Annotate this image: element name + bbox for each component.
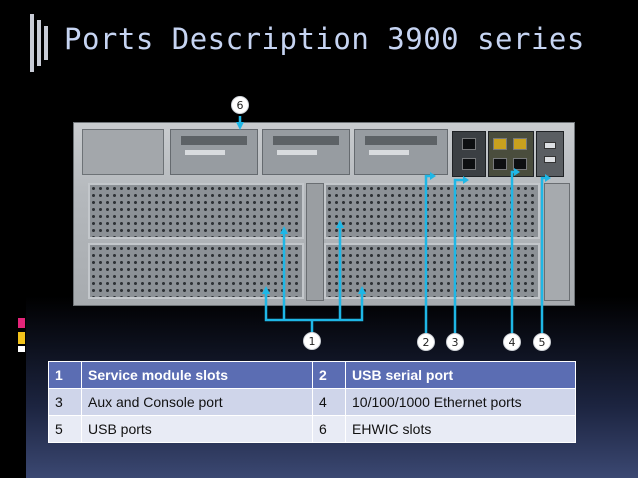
legend-label: EHWIC slots [345,415,576,443]
legend-label: 10/100/1000 Ethernet ports [345,388,576,416]
left-accent-bar [0,0,26,478]
aux-console-ports [452,131,486,177]
legend-number: 1 [48,361,82,389]
legend-label: Aux and Console port [81,388,313,416]
legend-header-row: 1 Service module slots 2 USB serial port [48,361,576,389]
service-module-slot-1 [88,183,304,239]
service-module-slot-4 [324,243,540,299]
ehwic-slot-1 [170,129,258,175]
callout-badge-6: 6 [231,96,249,114]
legend-number: 3 [48,388,82,416]
usb-port-block [536,131,564,177]
service-module-slot-3 [88,243,304,299]
ehwic-slot-3 [354,129,448,175]
chassis-left-panel [82,129,164,175]
callout-badge-3: 3 [446,333,464,351]
legend-label: USB ports [81,415,313,443]
legend-number: 2 [312,361,346,389]
ehwic-slot-2 [262,129,350,175]
ports-legend-table: 1 Service module slots 2 USB serial port… [48,361,576,443]
center-divider [306,183,324,301]
callout-badge-4: 4 [503,333,521,351]
legend-label: USB serial port [345,361,576,389]
callout-badge-5: 5 [533,333,551,351]
legend-number: 6 [312,415,346,443]
service-module-slot-2 [324,183,540,239]
legend-number: 5 [48,415,82,443]
router-chassis-image [73,122,575,306]
legend-row: 3 Aux and Console port 4 10/100/1000 Eth… [48,388,576,416]
legend-label: Service module slots [81,361,313,389]
sfp-ports [488,131,534,177]
title-decoration-icon [30,14,50,72]
legend-row: 5 USB ports 6 EHWIC slots [48,415,576,443]
legend-number: 4 [312,388,346,416]
power-panel [544,183,570,301]
callout-badge-2: 2 [417,333,435,351]
slide-title: Ports Description 3900 series [64,22,585,56]
callout-badge-1: 1 [303,332,321,350]
